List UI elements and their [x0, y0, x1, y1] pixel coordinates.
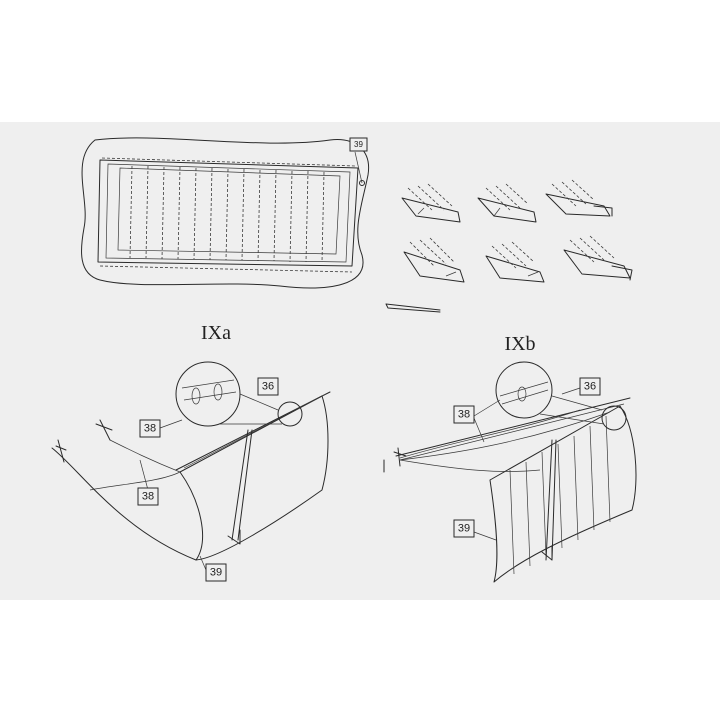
- svg-text:39: 39: [210, 567, 222, 579]
- sail-inner-border: [105, 163, 351, 263]
- ixa-clamp-left: [95, 419, 113, 441]
- fold-detail-grid: [385, 179, 633, 313]
- ixa-sail-body: [179, 395, 329, 561]
- callout-tag-39-ixa: 39: [205, 563, 227, 582]
- ixb-panel-lines: [509, 415, 611, 575]
- paper-sheet: [0, 122, 720, 600]
- ixa-fold-line: [89, 471, 181, 491]
- panel-seams: [129, 165, 325, 263]
- callout-leader: [354, 151, 363, 184]
- ixb-detail-magnifier: [495, 361, 553, 419]
- fold-detail-1: [401, 183, 461, 223]
- grommet-icon: [359, 180, 365, 186]
- tape-strip: [385, 303, 441, 313]
- ixa-mast: [231, 429, 253, 541]
- figure-title-ixb: IXb: [504, 333, 535, 355]
- callout-tag-38-ixb: 38: [453, 405, 475, 424]
- svg-text:36: 36: [262, 381, 274, 393]
- top-seam: [101, 157, 357, 167]
- ixb-mast: [545, 439, 557, 561]
- callout-tag-39-top: 39: [349, 137, 368, 152]
- sail-outline: [97, 159, 359, 267]
- ixb-yard: [395, 397, 631, 457]
- cloth-outline: [80, 137, 370, 289]
- svg-text:38: 38: [142, 491, 154, 503]
- fold-detail-3: [545, 179, 613, 217]
- ixa-detail-origin: [277, 401, 303, 427]
- callout-tag-38-ixa-upper: 38: [139, 419, 161, 438]
- ixb-clamp: [383, 447, 407, 473]
- callout-tag-38-ixa-lower: 38: [137, 487, 159, 506]
- ixb-detail-origin: [601, 405, 627, 431]
- svg-text:39: 39: [458, 523, 470, 535]
- callout-tag-39-ixb: 39: [453, 519, 475, 538]
- fold-detail-2: [477, 183, 537, 223]
- ixa-clamp-far: [55, 439, 67, 463]
- ixb-sail-body: [489, 405, 637, 583]
- ixa-detail-magnifier: [175, 361, 241, 427]
- fold-detail-4: [403, 237, 465, 283]
- callout-tag-36-ixa: 36: [257, 377, 279, 396]
- figure-ixb: IXb: [383, 333, 637, 583]
- svg-text:38: 38: [144, 423, 156, 435]
- figure-title-ixa: IXa: [201, 322, 231, 344]
- callout-tag-36-ixb: 36: [579, 377, 601, 396]
- bottom-seam: [99, 265, 353, 273]
- figure-ixa: IXa 36: [51, 322, 331, 582]
- ixa-loose-sail: [51, 447, 197, 561]
- svg-text:39: 39: [354, 140, 363, 149]
- sail-pattern-drawing: 39: [80, 137, 370, 289]
- sail-hem-line: [117, 167, 341, 255]
- fold-detail-6: [563, 235, 633, 281]
- fold-detail-5: [485, 241, 545, 283]
- svg-text:36: 36: [584, 381, 596, 393]
- svg-text:38: 38: [458, 409, 470, 421]
